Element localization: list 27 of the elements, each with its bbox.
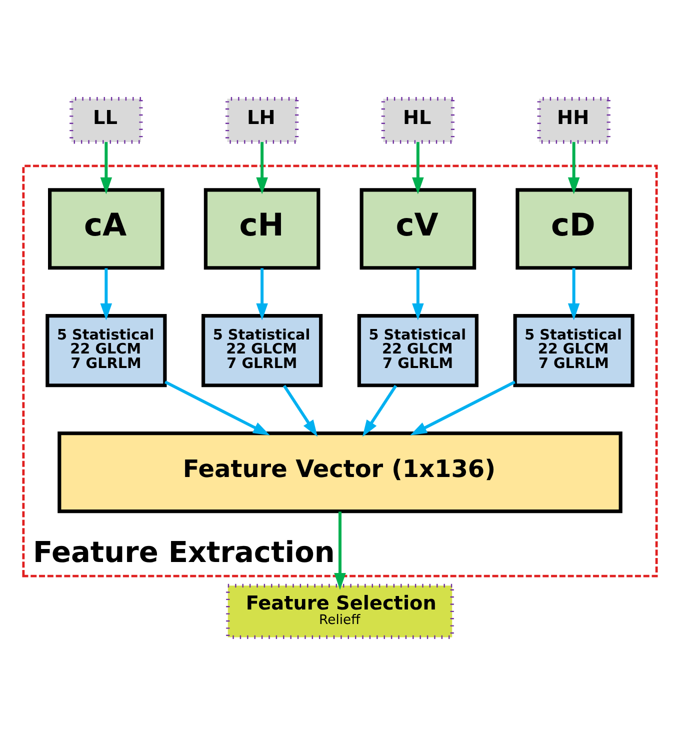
node-box: cD bbox=[515, 188, 632, 270]
node-box: HL bbox=[380, 97, 454, 144]
arrow bbox=[100, 142, 112, 194]
arrow bbox=[412, 268, 424, 320]
arrow bbox=[362, 384, 397, 437]
arrow bbox=[567, 142, 580, 194]
arrow bbox=[412, 142, 424, 194]
node-box: 5 Statistical 22 GLCM 7 GLRLM bbox=[45, 314, 166, 388]
arrow bbox=[334, 512, 346, 590]
node-box: LL bbox=[69, 97, 142, 144]
node-box: 5 Statistical 22 GLCM 7 GLRLM bbox=[201, 314, 322, 388]
node-box: 5 Statistical 22 GLCM 7 GLRLM bbox=[356, 314, 478, 388]
arrow bbox=[256, 268, 268, 320]
node-box: 5 Statistical 22 GLCM 7 GLRLM bbox=[512, 314, 634, 388]
arrow bbox=[256, 142, 268, 194]
arrow bbox=[100, 268, 112, 320]
node-box: cA bbox=[48, 188, 164, 270]
arrow bbox=[164, 380, 270, 436]
arrow bbox=[282, 384, 318, 437]
node-box: Feature Selection Relieff bbox=[226, 584, 454, 639]
arrow bbox=[567, 268, 580, 320]
node-box: LH bbox=[224, 97, 298, 144]
node-box: Feature Vector (1x136) bbox=[57, 432, 622, 514]
node-box: cH bbox=[203, 188, 320, 270]
node-box: cV bbox=[359, 188, 476, 270]
arrow bbox=[410, 380, 515, 436]
node-box: HH bbox=[536, 97, 610, 144]
